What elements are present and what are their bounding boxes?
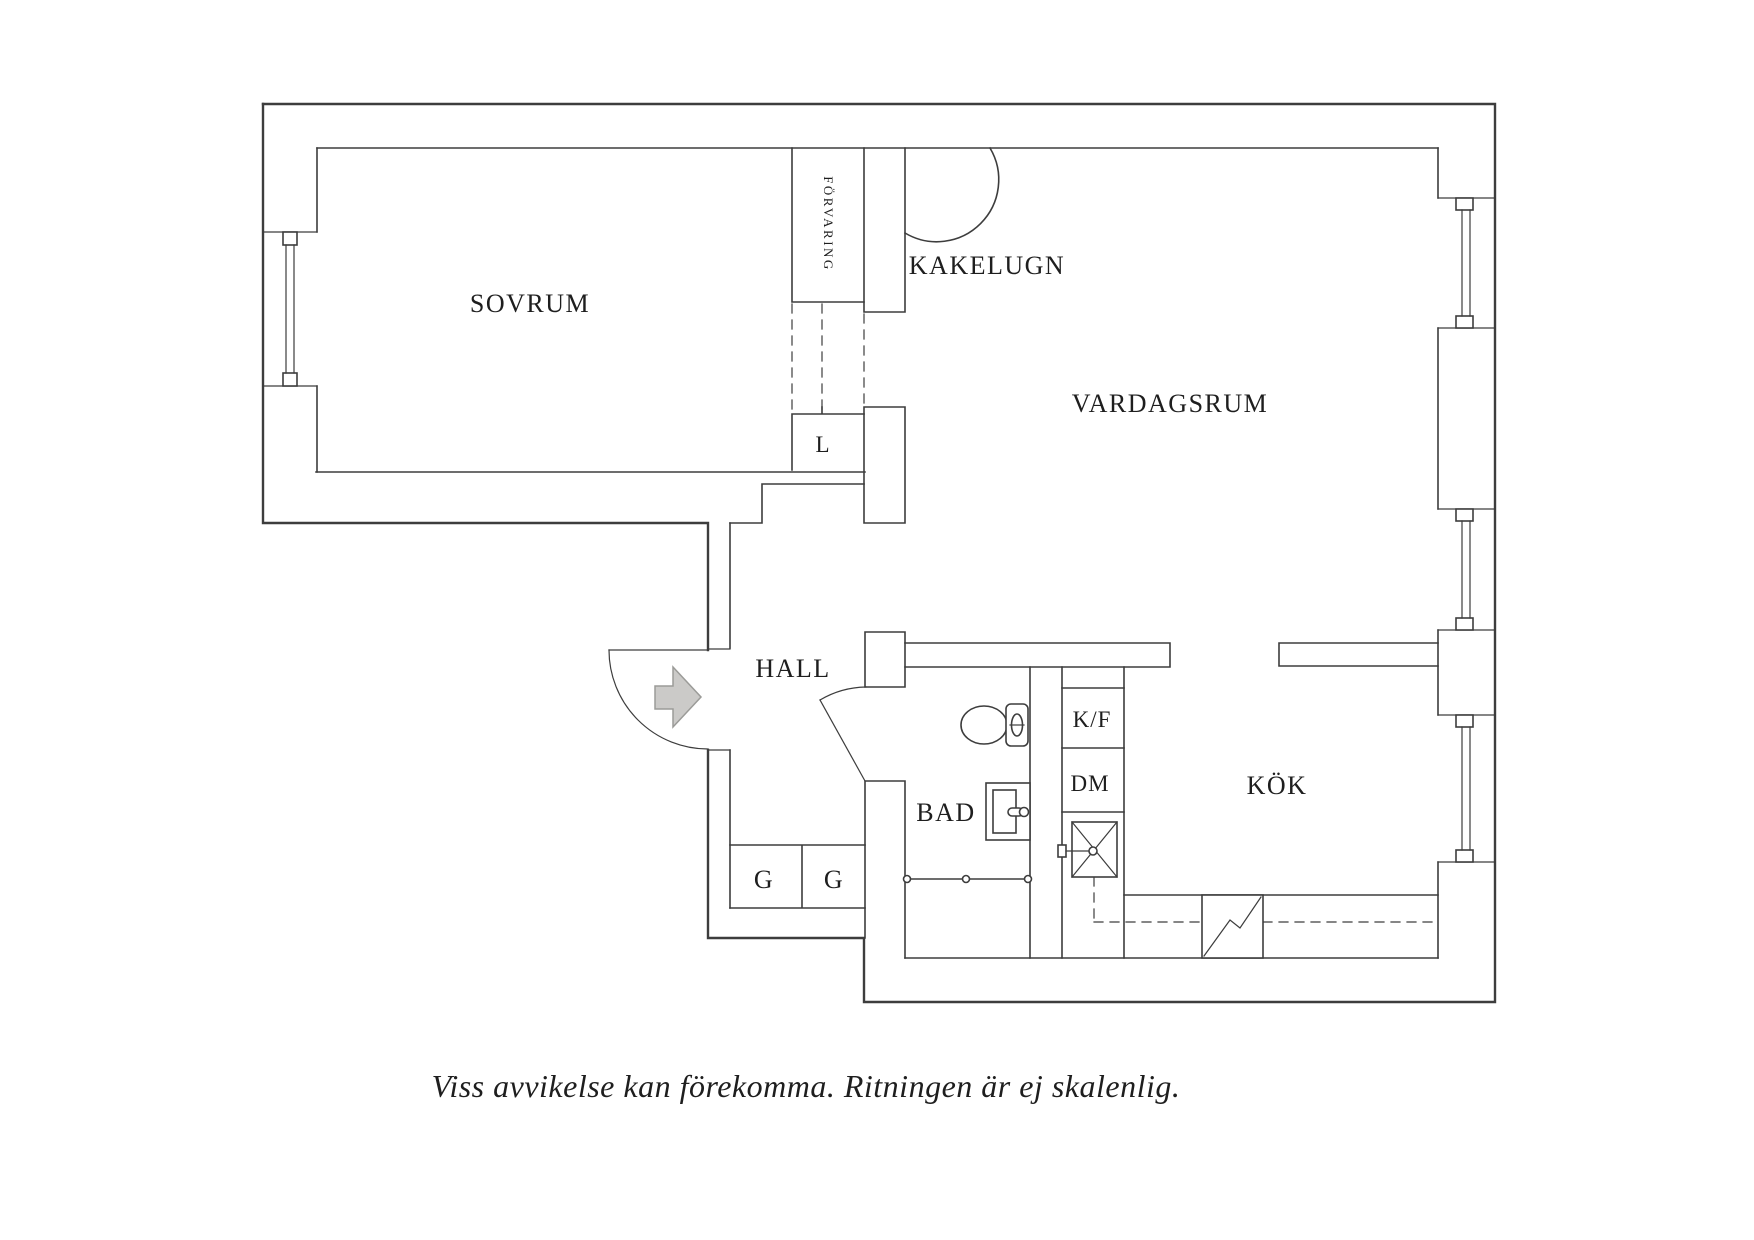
label-linen-closet: L [815,432,830,457]
entry-arrow-icon [654,665,703,729]
window-right-2-icon [1437,508,1496,631]
window-right-1-icon [1437,197,1496,329]
entry-door [608,649,709,750]
label-kok: KÖK [1247,771,1308,800]
label-bad: BAD [916,798,975,827]
label-sovrum: SOVRUM [470,289,590,318]
interior-walls [315,147,1439,959]
stove-icon [1201,894,1264,959]
sink-icon [985,782,1031,841]
label-hall: HALL [755,654,830,683]
label-dishwasher: DM [1070,771,1109,796]
tiled-stove-arc-icon [903,146,1000,243]
washing-zone-icon [1057,821,1118,878]
shower-rail-icon [902,874,1033,884]
toilet-icon [960,703,1029,747]
label-forvaring: FÖRVARING [821,176,836,272]
label-fridge-freezer: K/F [1073,707,1112,732]
bathroom-door [819,686,867,782]
label-kakelugn: KAKELUGN [909,251,1065,280]
label-wardrobe-right: G [824,865,844,894]
disclaimer-caption: Viss avvikelse kan förekomma. Ritningen … [432,1068,1181,1104]
windows [262,197,1496,863]
label-wardrobe-left: G [754,865,774,894]
label-vardagsrum: VARDAGSRUM [1072,389,1269,418]
window-right-3-icon [1437,714,1496,863]
window-left-icon [262,231,318,387]
building-outline [261,102,1497,1004]
